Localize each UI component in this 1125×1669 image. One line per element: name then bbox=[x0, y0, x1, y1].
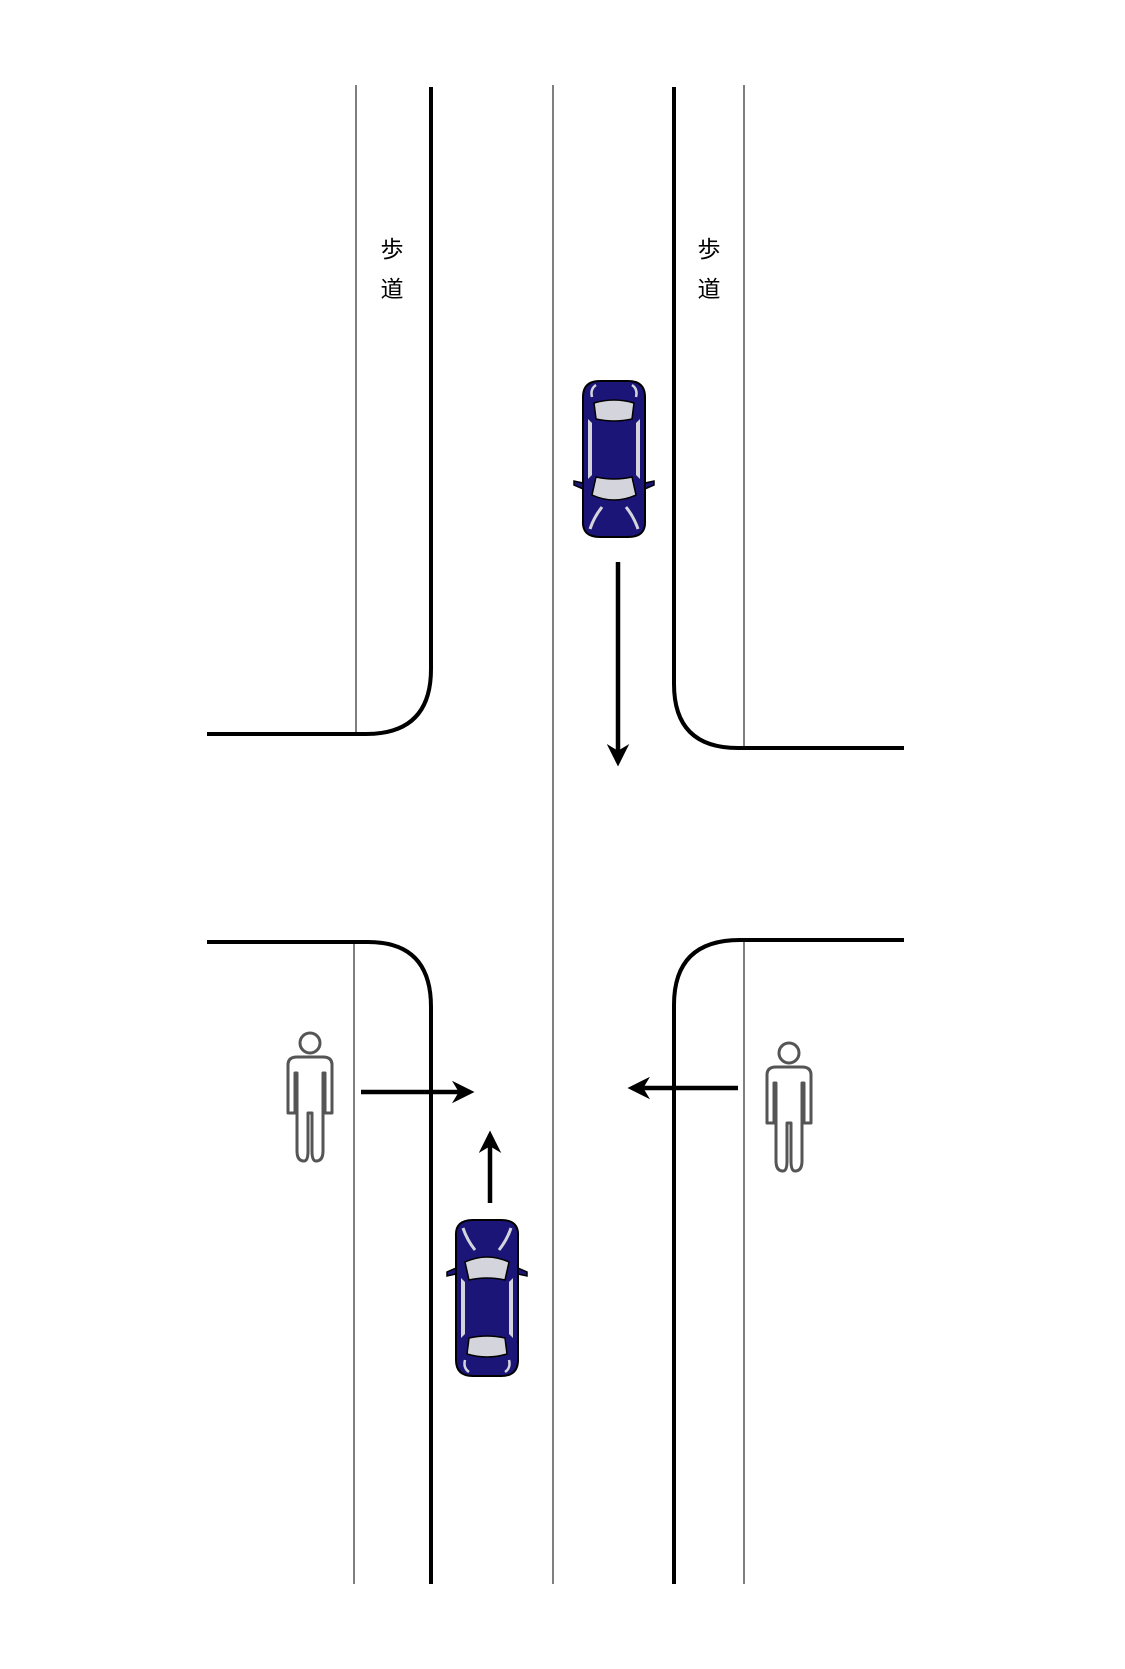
curb-bottom-left bbox=[207, 940, 433, 1584]
sidewalk-label-left: 歩 道 bbox=[380, 237, 404, 303]
curb-top-right bbox=[672, 87, 904, 750]
sidewalk-label-right: 歩 道 bbox=[697, 237, 721, 303]
sidewalk-lines bbox=[353, 85, 745, 1584]
curbs bbox=[207, 87, 904, 1584]
curb-top-left bbox=[207, 87, 433, 736]
car-northbound bbox=[445, 1218, 529, 1378]
curb-bottom-right bbox=[672, 938, 904, 1584]
motion-arrows bbox=[361, 562, 738, 1203]
car-southbound bbox=[572, 379, 656, 539]
